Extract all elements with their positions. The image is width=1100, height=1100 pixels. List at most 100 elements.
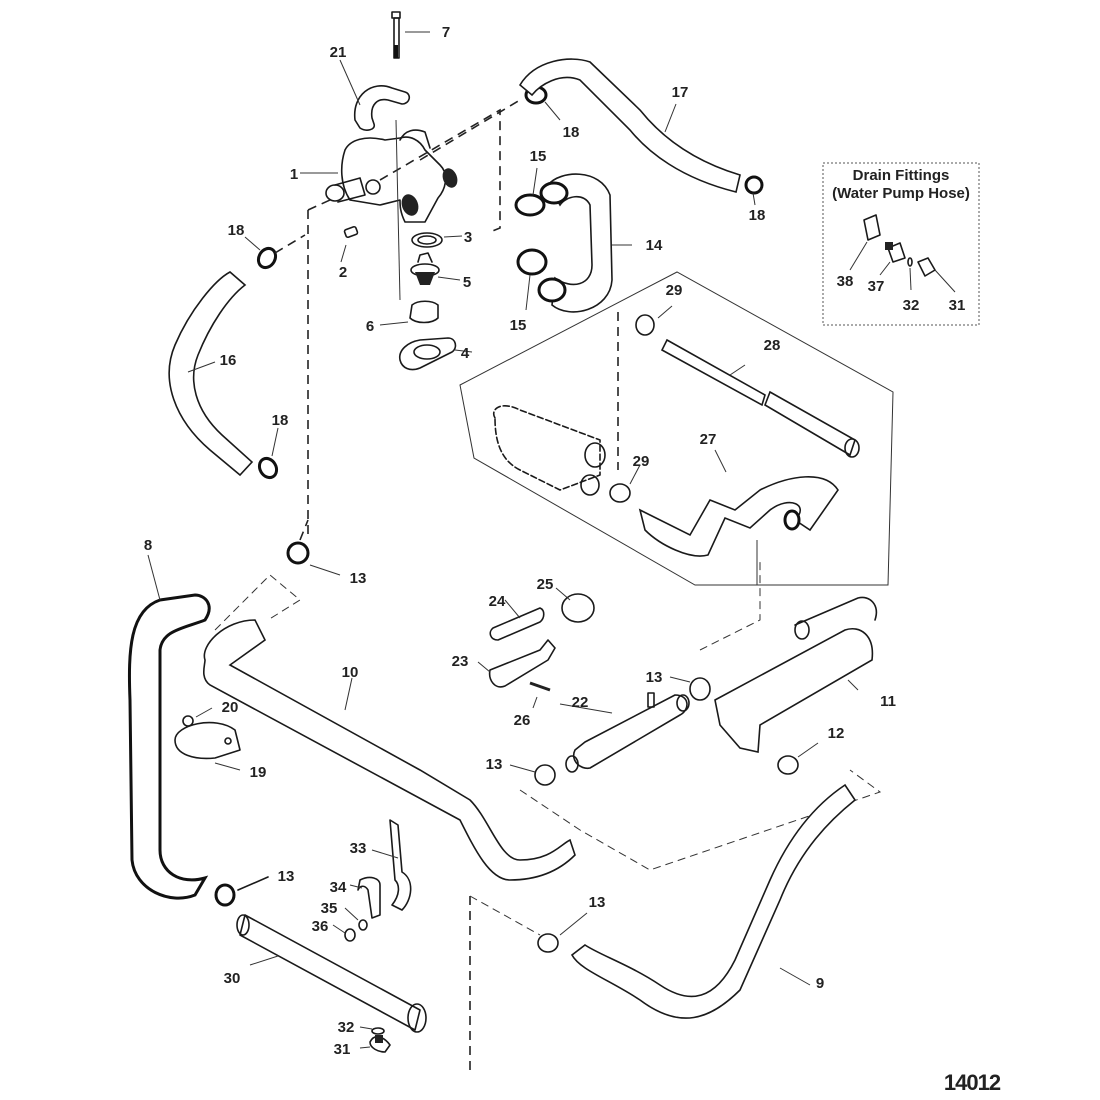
- hose-part: [547, 173, 613, 313]
- hose-clamp-part: [516, 248, 548, 311]
- callout-34: 34: [330, 879, 347, 896]
- hose-clamp-part: [669, 676, 711, 701]
- hose-clamp-part: [537, 912, 588, 953]
- callout-14: 14: [646, 237, 663, 254]
- gasket-part: [411, 232, 463, 248]
- hose-part: [168, 271, 254, 477]
- callout-13: 13: [589, 894, 606, 911]
- callout-38: 38: [837, 273, 854, 290]
- hose-part: [660, 338, 766, 407]
- thermostat-part: [410, 252, 461, 285]
- drain-fittings-inset: Drain Fittings (Water Pump Hose) 38 37 3…: [822, 162, 980, 326]
- hose-clamp-part: [609, 464, 641, 503]
- hose-clamp-part: [635, 305, 673, 336]
- hose-clamp-part: [257, 427, 279, 480]
- callout-21: 21: [330, 44, 347, 61]
- cooler-part: [559, 692, 690, 773]
- callout-4: 4: [461, 345, 470, 362]
- callout-37: 37: [868, 278, 885, 295]
- callout-17: 17: [672, 84, 689, 101]
- hose-bracket-part: [174, 721, 241, 771]
- callout-36: 36: [312, 918, 329, 935]
- drain-plug-part: [359, 1035, 391, 1053]
- callout-11: 11: [880, 693, 896, 710]
- callout-33: 33: [350, 840, 367, 857]
- callout-29: 29: [666, 282, 683, 299]
- callout-18: 18: [563, 124, 580, 141]
- bolt-part: [391, 11, 430, 59]
- hose-part: [518, 58, 741, 193]
- callout-7: 7: [442, 24, 450, 41]
- callout-25: 25: [537, 576, 554, 593]
- washer-part: [344, 907, 368, 931]
- callout-1: 1: [290, 166, 298, 183]
- callout-29: 29: [633, 453, 650, 470]
- callout-16: 16: [220, 352, 237, 369]
- hose-clamp-part: [514, 167, 546, 217]
- callout-24: 24: [489, 593, 506, 610]
- inset-title-line1: Drain Fittings: [853, 167, 950, 184]
- callout-18: 18: [228, 222, 245, 239]
- hose-clamp-part: [214, 876, 269, 907]
- mounting-bracket-part: [371, 819, 412, 911]
- callout-13: 13: [278, 868, 295, 885]
- callout-18: 18: [272, 412, 289, 429]
- callout-15: 15: [510, 317, 527, 334]
- hose-part: [570, 783, 857, 1019]
- callout-5: 5: [463, 274, 471, 291]
- callout-8: 8: [144, 537, 152, 554]
- hose-clamp-part: [777, 742, 819, 775]
- band-clamp-part: [555, 587, 595, 623]
- hose-clamp-part: [244, 234, 306, 270]
- callout-2: 2: [339, 264, 347, 281]
- plug-part: [340, 225, 359, 263]
- hose-part: [714, 628, 874, 753]
- callout-20: 20: [222, 699, 239, 716]
- nut-part: [332, 924, 356, 942]
- hose-part: [638, 476, 839, 557]
- pipe-part: [236, 914, 427, 1033]
- callout-28: 28: [764, 337, 781, 354]
- callout-9: 9: [816, 975, 824, 992]
- heat-shield-base-part: [477, 639, 556, 688]
- callout-32: 32: [903, 297, 920, 314]
- thermostat-housing-part: [300, 129, 458, 223]
- hose-part: [202, 619, 576, 881]
- hose-clamp-part: [509, 764, 556, 786]
- callout-13: 13: [486, 756, 503, 773]
- callout-32: 32: [338, 1019, 355, 1036]
- screw-part: [529, 681, 551, 709]
- callout-13: 13: [350, 570, 367, 587]
- callout-15: 15: [530, 148, 547, 165]
- callout-12: 12: [828, 725, 845, 742]
- hose-part: [127, 593, 211, 900]
- callout-35: 35: [321, 900, 338, 917]
- callout-31: 31: [949, 297, 966, 314]
- callout-30: 30: [224, 970, 241, 987]
- callout-labels: 1 2 3 4 5 6 7 8 9 10 11 12 13 13 13 13 1…: [144, 24, 896, 1058]
- figure-number: 14012: [944, 1070, 1001, 1095]
- o-ring-part: [359, 1026, 385, 1035]
- callout-6: 6: [366, 318, 374, 335]
- callout-18: 18: [749, 207, 766, 224]
- hose-clamp-part: [744, 175, 764, 206]
- housing-gasket-part: [398, 337, 473, 371]
- callout-10: 10: [342, 664, 359, 681]
- thermostat-sleeve-part: [379, 300, 439, 326]
- clamp-bracket-part: [349, 876, 381, 919]
- callout-31: 31: [334, 1041, 351, 1058]
- nut-part: [182, 707, 213, 727]
- inset-title-line2: (Water Pump Hose): [832, 185, 970, 202]
- hose-part: [764, 390, 856, 457]
- callout-26: 26: [514, 712, 531, 729]
- callout-27: 27: [700, 431, 717, 448]
- subassembly-outline: [459, 271, 894, 586]
- bracket-part: [339, 59, 411, 131]
- callout-3: 3: [464, 229, 472, 246]
- callout-22: 22: [572, 694, 589, 711]
- callout-19: 19: [250, 764, 267, 781]
- hose-clamp-part: [286, 519, 341, 576]
- pump-part: [493, 405, 606, 496]
